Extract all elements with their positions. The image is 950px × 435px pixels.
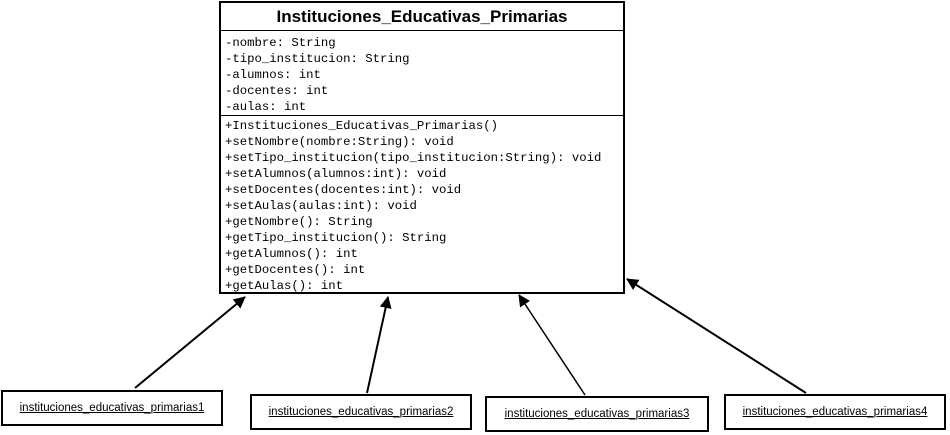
operation-set-tipo-institucion: +setTipo_institucion(tipo_institucion:St… [225, 151, 602, 165]
attribute-aulas: -aulas: int [225, 100, 307, 114]
operation-constructor: +Instituciones_Educativas_Primarias() [225, 119, 499, 133]
operation-set-aulas: +setAulas(aulas:int): void [225, 199, 417, 213]
object-label-1: instituciones_educativas_primarias1 [19, 402, 205, 414]
attribute-docentes: -docentes: int [225, 84, 329, 98]
class-name: Instituciones_Educativas_Primarias [221, 3, 623, 31]
attribute-alumnos: -alumnos: int [225, 68, 321, 82]
object-label-2: instituciones_educativas_primarias2 [268, 406, 454, 418]
attribute-tipo-institucion: -tipo_institucion: String [225, 52, 410, 66]
object-label-3: instituciones_educativas_primarias3 [504, 408, 690, 420]
object-box-2[interactable]: instituciones_educativas_primarias2 [250, 394, 472, 430]
object-box-4[interactable]: instituciones_educativas_primarias4 [724, 394, 946, 430]
object-box-3[interactable]: instituciones_educativas_primarias3 [485, 396, 709, 432]
operation-set-alumnos: +setAlumnos(alumnos:int): void [225, 167, 447, 181]
operation-set-docentes: +setDocentes(docentes:int): void [225, 183, 462, 197]
operation-get-tipo-institucion: +getTipo_institucion(): String [225, 231, 447, 245]
object-box-1[interactable]: instituciones_educativas_primarias1 [1, 390, 223, 426]
instance-arrow-1 [134, 296, 246, 389]
operation-get-alumnos: +getAlumnos(): int [225, 247, 358, 261]
attributes-compartment: -nombre: String -tipo_institucion: Strin… [221, 31, 623, 116]
instance-arrow-3 [518, 294, 586, 396]
class-box[interactable]: Instituciones_Educativas_Primarias -nomb… [219, 1, 625, 294]
operations-compartment: +Instituciones_Educativas_Primarias() +s… [221, 116, 623, 294]
instance-arrow-2 [366, 296, 392, 394]
instance-arrow-4 [626, 278, 807, 394]
attribute-nombre: -nombre: String [225, 36, 336, 50]
operation-get-aulas: +getAulas(): int [225, 279, 344, 293]
operation-get-docentes: +getDocentes(): int [225, 263, 366, 277]
object-label-4: instituciones_educativas_primarias4 [742, 406, 928, 418]
operation-get-nombre: +getNombre(): String [225, 215, 373, 229]
operation-set-nombre: +setNombre(nombre:String): void [225, 135, 454, 149]
